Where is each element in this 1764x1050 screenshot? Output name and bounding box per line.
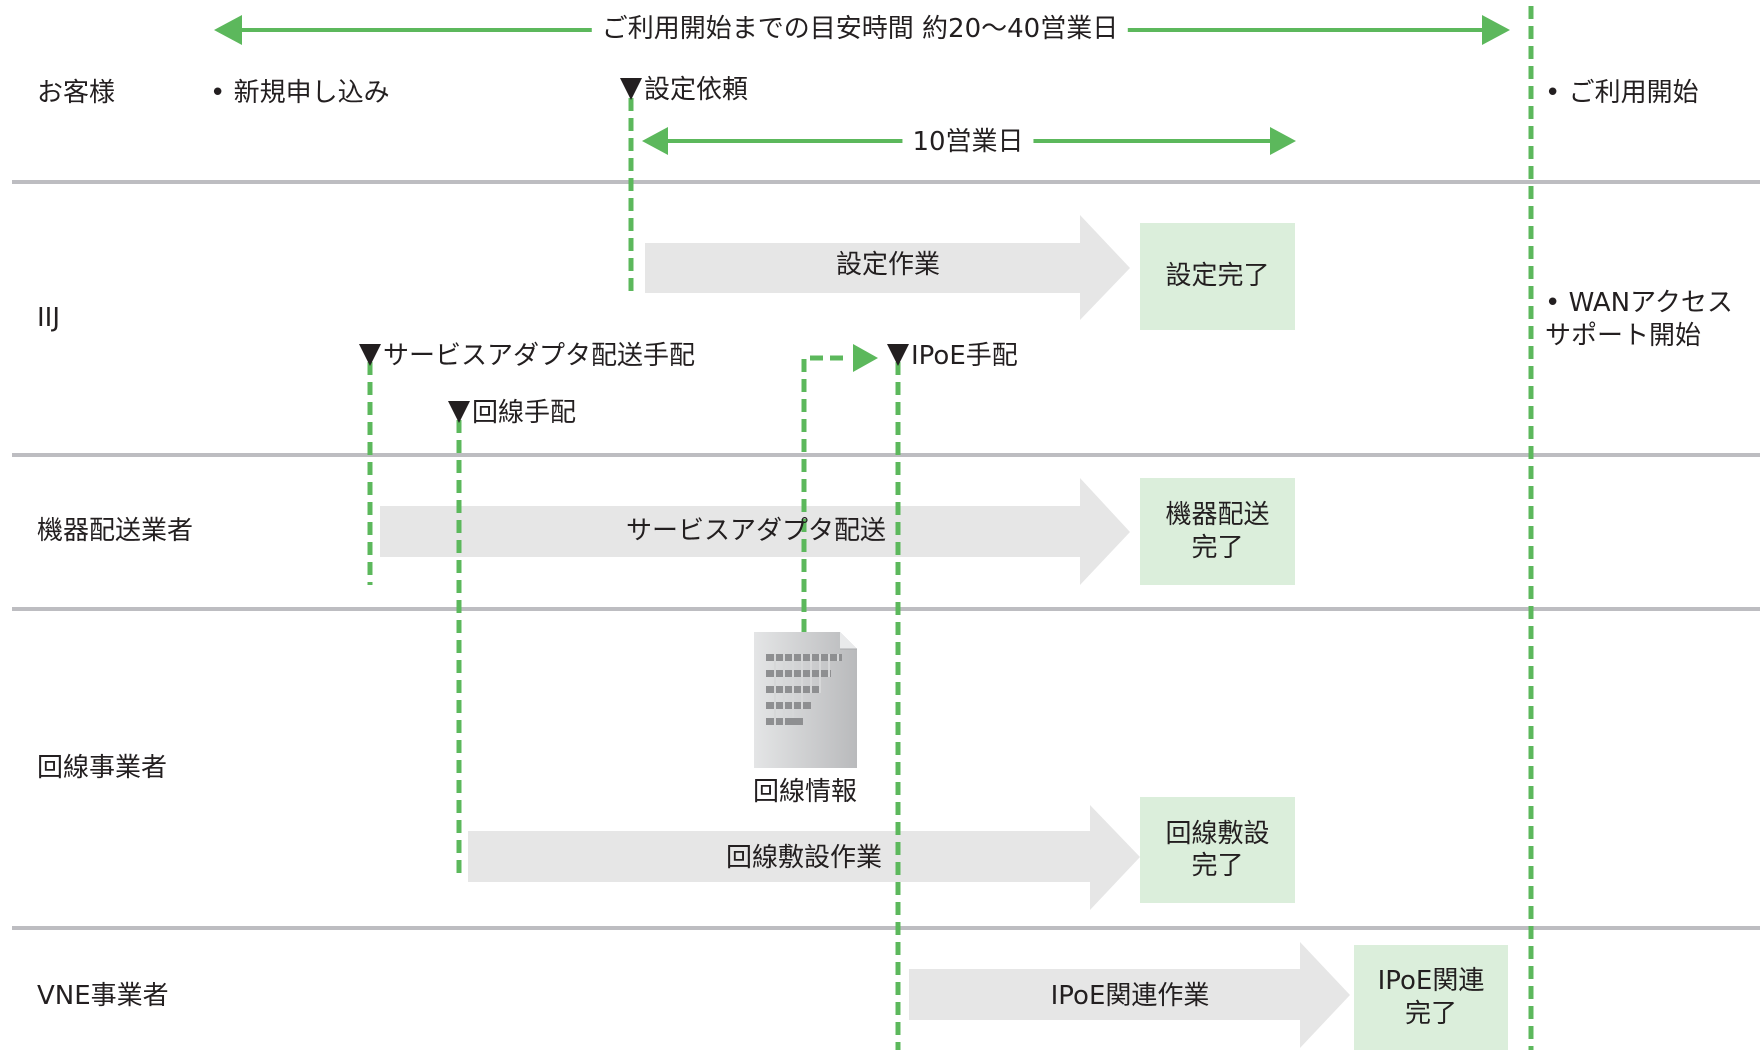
milestone-marker-icon bbox=[448, 401, 470, 423]
config-task-label: 設定作業 bbox=[835, 250, 941, 280]
adapter-shipping-task-label: サービスアダプタ配送 bbox=[625, 516, 887, 546]
lane-separator bbox=[12, 453, 1760, 457]
completion-boxes bbox=[1140, 223, 1508, 1050]
milestone-marker-icon bbox=[620, 78, 642, 100]
shipping-done-label: 機器配送 完了 bbox=[1165, 500, 1270, 563]
ipoe-arrange-milestone: IPoE手配 bbox=[887, 343, 1018, 369]
overall-arrow-head-right bbox=[1482, 15, 1510, 45]
dashed-guides bbox=[367, 6, 1534, 1050]
lane-label-vne: VNE事業者 bbox=[37, 981, 169, 1011]
ipoe-done-box bbox=[1354, 945, 1508, 1050]
new-application-item: • 新規申し込み bbox=[210, 78, 390, 108]
config-done-box bbox=[1140, 223, 1295, 330]
config-request-label: 設定依頼 bbox=[644, 75, 749, 105]
service-start-item: • ご利用開始 bbox=[1545, 78, 1699, 108]
overall-arrow-head-left bbox=[214, 15, 242, 45]
lane-separator bbox=[12, 607, 1760, 611]
milestone-marker-icon bbox=[887, 344, 909, 366]
milestone-marker-icon bbox=[359, 344, 381, 366]
document-icon bbox=[754, 632, 857, 768]
line-info-to-ipoe-arrow-head bbox=[853, 344, 878, 372]
line-install-done-label: 回線敷設 完了 bbox=[1165, 818, 1270, 882]
line-done-box bbox=[1140, 797, 1295, 903]
ipoe-done-label: IPoE関連 完了 bbox=[1377, 966, 1485, 1029]
ipoe-task-arrow bbox=[909, 942, 1350, 1048]
config-task-arrow bbox=[645, 215, 1130, 320]
line-arrange-milestone: 回線手配 bbox=[448, 400, 576, 426]
shipping-done-box bbox=[1140, 478, 1295, 585]
ipoe-arrange-label: IPoE手配 bbox=[911, 341, 1018, 371]
line-info-to-ipoe-guide bbox=[801, 355, 850, 632]
config-span-arrow-head-left bbox=[642, 127, 668, 155]
line-arrange-label: 回線手配 bbox=[472, 398, 577, 428]
lane-label-carrier: 回線事業者 bbox=[37, 753, 168, 783]
lane-label-iij: IIJ bbox=[37, 303, 61, 333]
line-info-label: 回線情報 bbox=[752, 777, 858, 807]
config-request-milestone: 設定依頼 bbox=[620, 77, 748, 103]
lane-label-shipper: 機器配送業者 bbox=[37, 516, 194, 546]
lane-separator bbox=[12, 180, 1760, 184]
config-span-label: 10営業日 bbox=[902, 129, 1034, 155]
wan-support-start-item: • WANアクセス サポート開始 bbox=[1545, 288, 1733, 351]
line-install-arrow bbox=[468, 805, 1140, 910]
adapter-shipping-arrange-milestone: サービスアダプタ配送手配 bbox=[359, 343, 695, 369]
config-span-arrow-head-right bbox=[1270, 127, 1296, 155]
adapter-shipping-arrange-label: サービスアダプタ配送手配 bbox=[383, 341, 696, 371]
lane-label-customer: お客様 bbox=[37, 78, 116, 108]
adapter-shipping-arrow bbox=[380, 478, 1130, 585]
lane-separators bbox=[12, 180, 1760, 930]
config-done-label: 設定完了 bbox=[1165, 261, 1270, 292]
task-arrows bbox=[380, 215, 1350, 1048]
lane-separator bbox=[12, 926, 1760, 930]
line-install-task-label: 回線敷設作業 bbox=[725, 843, 883, 873]
ipoe-task-label: IPoE関連作業 bbox=[1050, 981, 1210, 1011]
overall-duration-label: ご利用開始までの目安時間 約20〜40営業日 bbox=[591, 16, 1129, 42]
